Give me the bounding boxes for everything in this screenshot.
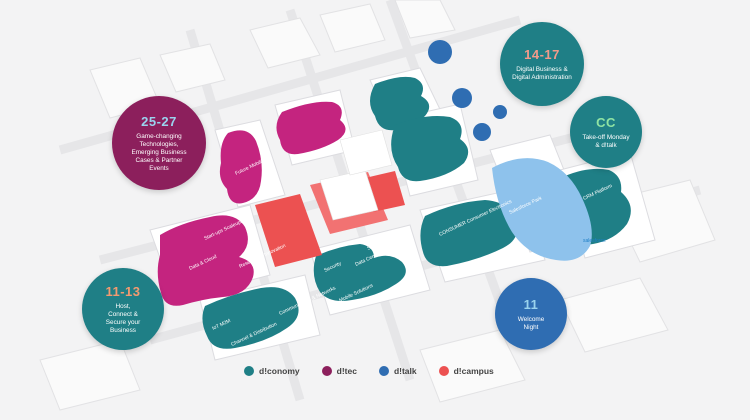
pavilion-3 (473, 123, 491, 141)
hall-label: salesforce (583, 238, 606, 244)
description-line: Take-off Monday (582, 133, 630, 141)
legend-dot (244, 366, 254, 376)
hall-consumer (420, 200, 518, 267)
days-label: CC (596, 114, 616, 130)
description-line: Host, (115, 302, 131, 310)
info-circle-cc[interactable]: CC Take-off Monday& d!talk (570, 96, 642, 168)
description-line: Emerging Business (131, 148, 187, 156)
pavilion-2 (452, 88, 472, 108)
description-line: Technologies, (139, 140, 179, 148)
circle-description: Take-off Monday& d!talk (582, 134, 629, 150)
description-line: Secure your (105, 318, 141, 326)
salesforce-park (492, 158, 592, 261)
description-line: Welcome (517, 315, 545, 323)
days-label: 11-13 (105, 283, 141, 299)
legend-item-dcampus: d!campus (438, 366, 494, 376)
days-label: 14-17 (524, 46, 560, 62)
description-line: Game-changing (136, 132, 182, 140)
description-line: Digital Administration (512, 73, 572, 81)
description-line: Digital Business & (516, 65, 568, 73)
legend-label: d!tec (336, 366, 357, 376)
legend-dot (321, 366, 332, 376)
pavilion-4 (493, 105, 507, 119)
hall-iot (202, 287, 299, 349)
legend-dot (438, 366, 449, 376)
description-line: Night (523, 323, 539, 331)
description-line: Connect & (108, 310, 138, 318)
circle-description: Digital Business &Digital Administration (512, 66, 572, 82)
hall-startups (157, 215, 254, 306)
info-circle-digital-business[interactable]: 14-17 Digital Business &Digital Administ… (500, 22, 584, 106)
hall-research (276, 101, 346, 155)
description-line: & d!talk (595, 141, 617, 149)
legend-label: d!conomy (259, 366, 300, 376)
description-line: Business (110, 326, 136, 334)
legend-item-detec: d!tec (321, 366, 357, 376)
legend: d!conomy d!tec d!talk d!campus (244, 366, 494, 376)
legend-label: d!talk (393, 366, 417, 376)
hall-future-mobility (219, 130, 262, 204)
legend-dot (378, 366, 389, 376)
days-label: 25-27 (141, 113, 177, 129)
legend-item-dtalk: d!talk (378, 366, 417, 376)
hall-14 (370, 76, 430, 131)
days-label: 11 (523, 296, 539, 312)
description-line: Events (149, 164, 169, 172)
detec-zones (157, 101, 346, 306)
dtalk-zones (428, 40, 507, 141)
legend-label: d!campus (453, 366, 494, 376)
hall-15 (391, 116, 469, 182)
legend-item-deconomy: d!conomy (244, 366, 300, 376)
campus-structures (319, 129, 393, 221)
pavilion-1 (428, 40, 452, 64)
description-line: Cases & Partner (135, 156, 183, 164)
hall-security (313, 244, 406, 301)
campus-left (255, 194, 322, 267)
